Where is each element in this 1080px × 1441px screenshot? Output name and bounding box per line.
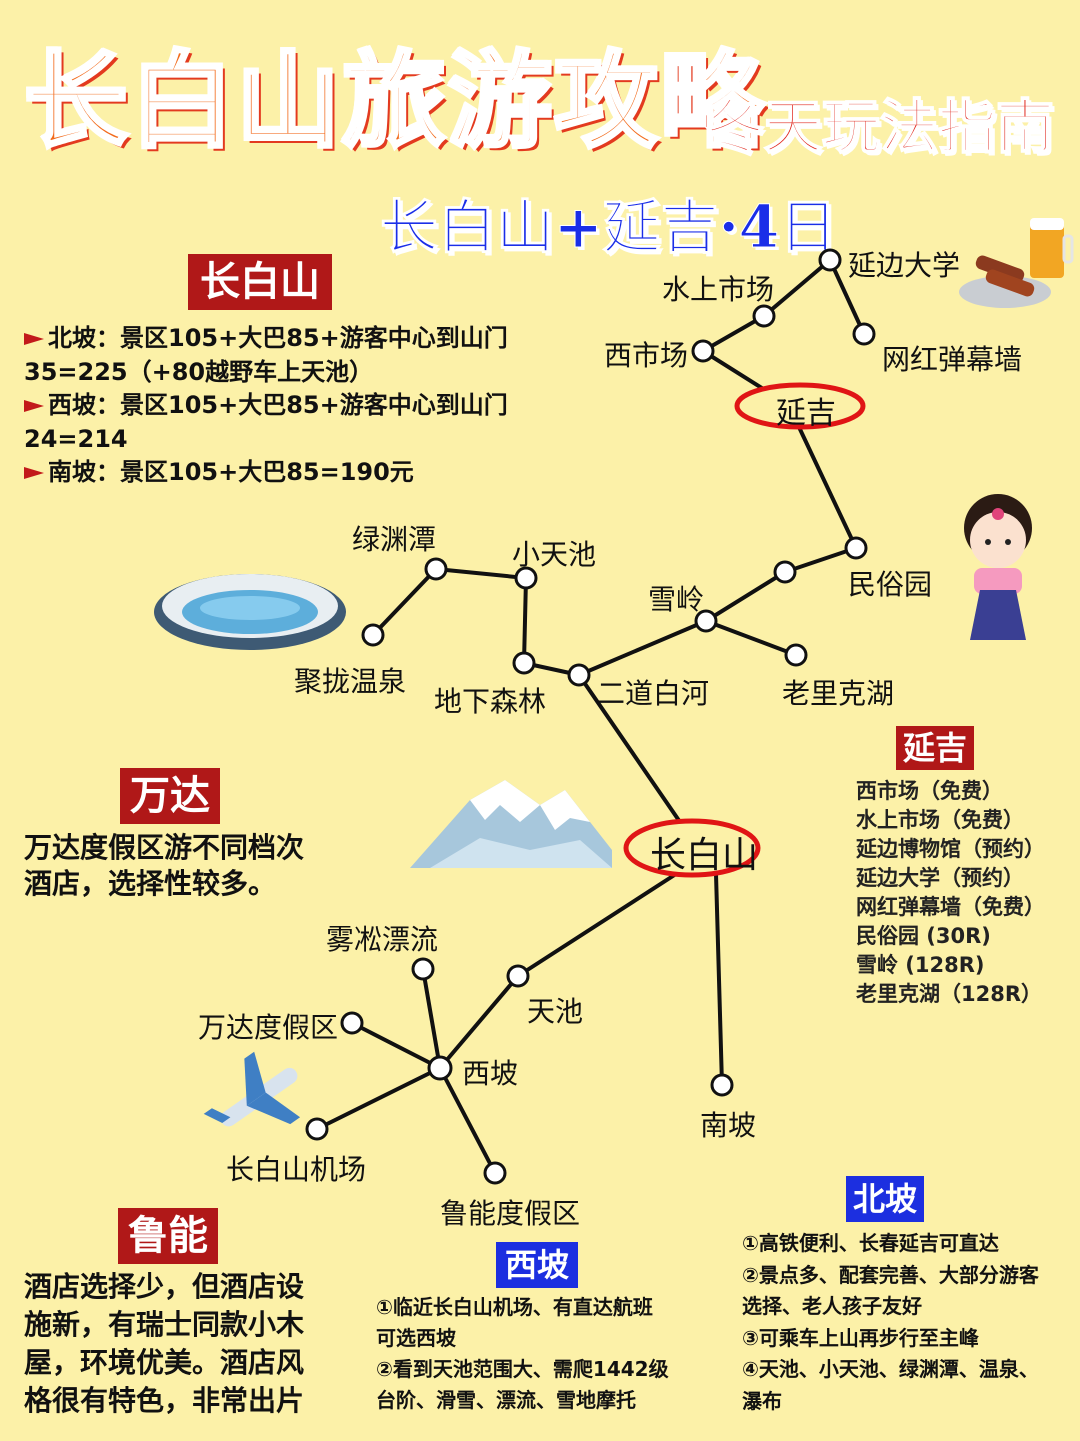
line-cbs-tianchi xyxy=(516,872,678,978)
tag-luneng: 鲁能 xyxy=(118,1208,218,1264)
node-xueling xyxy=(694,609,718,633)
flag-marker-icon xyxy=(24,399,46,413)
node-airport xyxy=(305,1117,329,1141)
line-forest-xiaotianchi xyxy=(522,576,528,665)
line-lvyuan-julong xyxy=(371,567,438,637)
node-mid xyxy=(773,560,797,584)
bbq-skewers-beer-icon xyxy=(959,218,1074,308)
luneng-description: 酒店选择少，但酒店设 施新，有瑞士同款小木 屋，环境优美。酒店风 格很有特色，非… xyxy=(24,1270,305,1417)
place-label-xiaotianchi: 小天池 xyxy=(512,538,597,571)
node-lvyuantan xyxy=(424,557,448,581)
place-label-wanda-resort: 万达度假区 xyxy=(198,1011,339,1044)
place-label-xueling: 雪岭 xyxy=(648,583,705,616)
line-mid-xueling xyxy=(704,570,787,623)
line-xipo-luneng xyxy=(438,1066,497,1175)
hub-yanji-ring xyxy=(734,382,866,430)
node-laolike xyxy=(784,643,808,667)
node-underground-forest xyxy=(512,651,536,675)
place-label-julong: 聚拢温泉 xyxy=(294,665,407,698)
node-west-market xyxy=(691,339,715,363)
line-xipo-rime xyxy=(421,967,442,1070)
line-water-univ xyxy=(762,258,832,318)
place-label-erdaobaihe: 二道白河 xyxy=(597,677,710,710)
tag-yanji: 延吉 xyxy=(896,726,974,770)
route-title: 长白山+延吉·4日 xyxy=(379,193,838,262)
tag-xipo: 西坡 xyxy=(496,1242,578,1288)
node-xipo xyxy=(427,1055,453,1081)
line-xiaotianchi-lvyuan xyxy=(434,567,528,580)
yanji-attractions-list: 西市场（免费） 水上市场（免费） 延边博物馆（预约） 延边大学（预约） 网红弹幕… xyxy=(856,779,1045,1006)
line-xueling-erdao xyxy=(577,619,708,677)
node-xiaotianchi xyxy=(514,566,538,590)
node-julong xyxy=(361,623,385,647)
node-nanpo xyxy=(710,1073,734,1097)
tag-wanda: 万达 xyxy=(120,768,220,824)
place-label-yanbian-univ: 延边大学 xyxy=(848,249,961,282)
ticket-line-beipo-total: 35=225（+80越野车上天池） xyxy=(24,357,374,386)
place-label-luneng-resort: 鲁能度假区 xyxy=(440,1197,581,1230)
node-yanbian-univ xyxy=(818,248,842,272)
node-water-market xyxy=(752,304,776,328)
flag-marker-icon xyxy=(24,466,46,480)
node-danmu-wall xyxy=(852,322,876,346)
hub-yanji-label: 延吉 xyxy=(776,396,836,431)
place-label-airport: 长白山机场 xyxy=(226,1153,367,1186)
line-erdao-cbs xyxy=(577,673,682,824)
page-subtitle: 冬天玩法指南 xyxy=(705,92,1055,162)
line-univ-wall xyxy=(828,258,866,336)
place-label-underground-forest: 地下森林 xyxy=(434,685,547,718)
line-xipo-wanda xyxy=(350,1021,442,1070)
line-xipo-airport xyxy=(315,1066,442,1131)
node-wanda-resort xyxy=(340,1011,364,1035)
tag-beipo: 北坡 xyxy=(846,1176,924,1222)
line-tianchi-xipo xyxy=(438,974,520,1070)
node-luneng-resort xyxy=(483,1161,507,1185)
place-label-nanpo: 南坡 xyxy=(700,1109,757,1142)
node-rime-rafting xyxy=(411,957,435,981)
changbaishan-ticket-info: 北坡：景区105+大巴85+游客中心到山门 35=225（+80越野车上天池） … xyxy=(24,322,508,490)
place-label-xipo: 西坡 xyxy=(462,1057,519,1090)
ticket-line-beipo: 北坡：景区105+大巴85+游客中心到山门 xyxy=(24,322,508,356)
hub-changbaishan-label: 长白山 xyxy=(650,835,759,876)
line-west-yanji xyxy=(701,349,767,392)
line-yanji-folk xyxy=(796,423,858,550)
xipo-description: ①临近长白山机场、有直达航班 可选西坡 ②看到天池范围大、需爬1442级 台阶、… xyxy=(376,1295,669,1412)
ticket-line-xipo-total: 24=214 xyxy=(24,424,128,453)
route-nodes xyxy=(305,248,876,1185)
node-folk-park xyxy=(844,536,868,560)
place-label-tianchi: 天池 xyxy=(527,995,584,1028)
ticket-line-nanpo: 南坡：景区105+大巴85=190元 xyxy=(24,456,508,490)
airplane-icon xyxy=(203,1051,301,1127)
place-label-lvyuantan: 绿渊潭 xyxy=(352,523,437,556)
place-label-danmu-wall: 网红弹幕墙 xyxy=(882,343,1023,376)
hub-changbaishan-ring xyxy=(623,818,761,878)
route-lines xyxy=(315,258,866,1175)
snowy-mountain-icon xyxy=(410,780,612,868)
hanbok-girl-icon xyxy=(964,494,1032,640)
place-label-west-market: 西市场 xyxy=(604,339,689,372)
tag-changbaishan: 长白山 xyxy=(188,254,332,310)
place-label-rime-rafting: 雾凇漂流 xyxy=(326,923,439,956)
node-tianchi xyxy=(506,964,530,988)
line-cbs-nanpo xyxy=(714,872,724,1087)
wanda-description: 万达度假区游不同档次 酒店，选择性较多。 xyxy=(24,831,305,900)
place-label-folk-park: 民俗园 xyxy=(848,568,933,601)
flag-marker-icon xyxy=(24,332,46,346)
ticket-line-xipo: 西坡：景区105+大巴85+游客中心到山门 xyxy=(24,389,508,423)
beipo-description: ①高铁便利、长春延吉可直达 ②景点多、配套完善、大部分游客 选择、老人孩子友好 … xyxy=(742,1231,1039,1413)
place-label-laolike: 老里克湖 xyxy=(782,677,895,710)
page-title: 长白山旅游攻略 xyxy=(22,39,767,162)
place-label-water-market: 水上市场 xyxy=(662,273,775,306)
line-west-water xyxy=(701,314,766,353)
line-folk-mid xyxy=(783,546,858,574)
line-xueling-laolike xyxy=(704,619,798,657)
crater-lake-icon xyxy=(154,574,346,650)
node-erdaobaihe xyxy=(567,663,591,687)
